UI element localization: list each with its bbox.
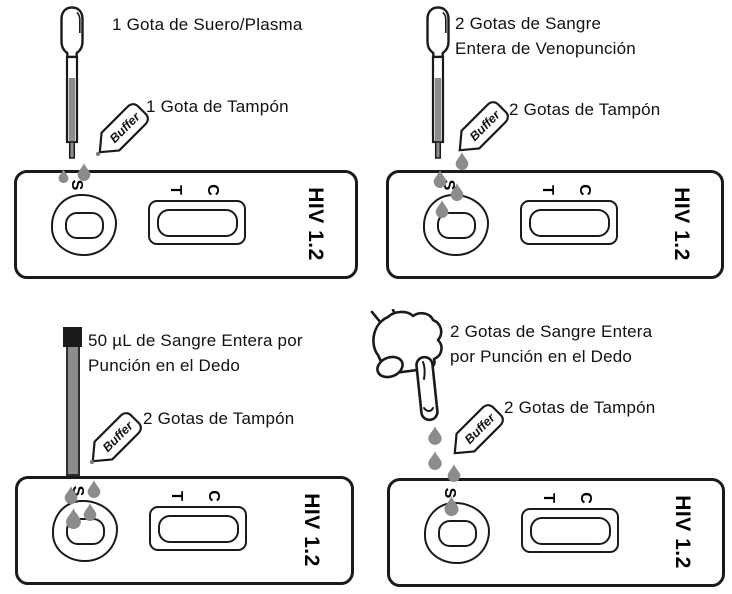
sample-well	[423, 194, 489, 256]
buffer-bottle-icon: Buffer	[77, 403, 151, 477]
buffer-drop-icon	[447, 464, 461, 482]
sample-drop-icon	[428, 451, 442, 470]
sample-drop-icon	[444, 496, 459, 516]
result-window-inner	[529, 516, 611, 545]
sample-drop-icon	[66, 508, 81, 529]
test-line-label: T	[540, 493, 557, 503]
result-window	[521, 508, 619, 553]
pointing-finger-hand-icon	[370, 309, 443, 422]
capillary-tube-icon	[63, 327, 82, 476]
sample-instruction: 50 µL de Sangre Entera por Punción en el…	[88, 331, 303, 375]
device-name: HIV 1.2	[671, 495, 694, 569]
sample-drop-icon	[64, 486, 78, 504]
buffer-instruction: 2 Gotas de Tampón	[143, 409, 295, 428]
test-line-label: T	[539, 185, 556, 195]
sample-well-inner	[437, 519, 477, 547]
result-window-inner	[157, 514, 239, 543]
control-line-label: C	[204, 184, 221, 196]
buffer-instruction: 1 Gota de Tampón	[146, 97, 289, 116]
result-window	[520, 200, 618, 245]
buffer-drop-icon	[77, 163, 91, 181]
sample-drop-icon	[428, 426, 442, 445]
buffer-tip-dot	[90, 460, 94, 464]
dropper-icon	[426, 6, 450, 159]
buffer-tip-dot	[96, 152, 100, 156]
buffer-instruction: 2 Gotas de Tampón	[509, 100, 661, 119]
sample-drop-icon	[433, 170, 447, 188]
test-cassette: S T C HIV 1.2	[14, 170, 358, 279]
test-cassette: S T C HIV 1.2	[15, 476, 354, 585]
buffer-bottle-icon: Buffer	[444, 92, 518, 166]
result-window-inner	[528, 208, 610, 237]
sample-well	[51, 194, 117, 256]
sample-drop-icon	[435, 200, 449, 218]
device-name: HIV 1.2	[670, 187, 693, 261]
sample-well-inner	[64, 211, 104, 239]
buffer-drop-icon	[87, 480, 101, 498]
capillary-body	[65, 347, 80, 476]
dropper-icon	[60, 6, 84, 159]
sample-drop-icon	[58, 169, 69, 183]
test-cassette: S T C HIV 1.2	[387, 478, 725, 587]
control-line-label: C	[576, 184, 593, 196]
result-window	[149, 506, 247, 551]
control-line-label: C	[577, 492, 594, 504]
test-line-label: T	[168, 491, 185, 501]
test-cassette: S T C HIV 1.2	[386, 170, 724, 279]
control-line-label: C	[205, 490, 222, 502]
sample-well-inner	[436, 211, 476, 239]
buffer-drop-icon	[83, 503, 97, 521]
test-line-label: T	[167, 185, 184, 195]
device-name: HIV 1.2	[300, 493, 323, 567]
result-window-inner	[156, 208, 238, 237]
capillary-cap	[63, 327, 82, 347]
buffer-drop-icon	[455, 152, 469, 170]
sample-instruction: 2 Gotas de Sangre Entera por Punción en …	[450, 322, 653, 366]
buffer-drop-icon	[450, 183, 464, 201]
result-window	[148, 200, 246, 245]
device-name: HIV 1.2	[304, 187, 327, 261]
buffer-instruction: 2 Gotas de Tampón	[504, 398, 656, 417]
sample-instruction: 1 Gota de Suero/Plasma	[112, 15, 303, 34]
sample-instruction: 2 Gotas de Sangre Entera de Venopunción	[455, 14, 636, 58]
